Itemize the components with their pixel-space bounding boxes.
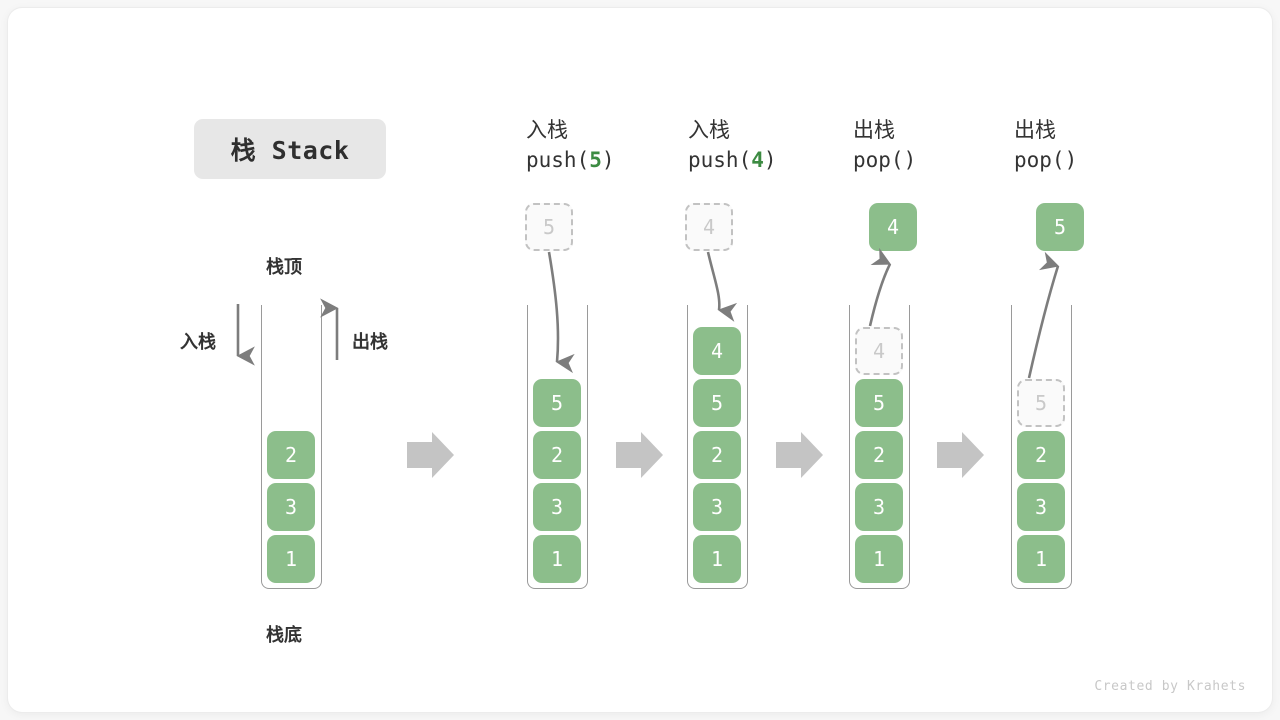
stack-container-initial	[261, 305, 322, 589]
column-heading-push-5: 入栈 push(5)	[526, 116, 615, 176]
diagram-title-text: 栈 Stack	[230, 136, 350, 165]
column-heading-push-4: 入栈 push(4)	[688, 116, 777, 176]
column-heading-pop-2: 出栈 pop()	[1014, 116, 1077, 176]
push-4-flow-arrow	[706, 251, 738, 322]
stack-cell: 5	[693, 379, 741, 427]
stack-container-pop-1	[849, 305, 910, 589]
heading-code-prefix: push(	[688, 147, 752, 172]
heading-code-arg: 5	[589, 147, 602, 172]
stack-container-push-4	[687, 305, 748, 589]
stack-cell: 2	[1017, 431, 1065, 479]
footer-credit: Created by Krahets	[1094, 679, 1246, 694]
heading-cn: 入栈	[688, 119, 730, 142]
pop-side-label: 出栈	[352, 332, 388, 352]
stack-cell: 2	[693, 431, 741, 479]
heading-code-suffix: )	[601, 147, 615, 172]
heading-code-suffix: )	[763, 147, 777, 172]
heading-cn: 入栈	[526, 119, 568, 142]
heading-code: push(4)	[688, 146, 777, 176]
stack-ghost-cell: 5	[1017, 379, 1065, 427]
heading-cn: 出栈	[853, 119, 895, 142]
heading-code-arg: 4	[751, 147, 764, 172]
stack-top-label: 栈顶	[266, 257, 302, 277]
external-popped-box: 4	[869, 203, 917, 251]
stack-bottom-label: 栈底	[266, 625, 302, 645]
stack-cell: 2	[855, 431, 903, 479]
stack-cell: 4	[693, 327, 741, 375]
arrows-overlay	[236, 247, 1060, 478]
heading-code-suffix: )	[1064, 147, 1078, 172]
heading-code-prefix: pop(	[853, 147, 904, 172]
stack-cell: 3	[533, 483, 581, 531]
transition-arrow-3	[776, 432, 823, 478]
external-popped-box: 5	[1036, 203, 1084, 251]
stack-container-push-5	[527, 305, 588, 589]
heading-code: pop()	[1014, 146, 1077, 176]
heading-cn: 出栈	[1014, 119, 1056, 142]
heading-code: pop()	[853, 146, 916, 176]
transition-arrow-2	[616, 432, 663, 478]
column-heading-pop-1: 出栈 pop()	[853, 116, 916, 176]
heading-code: push(5)	[526, 146, 615, 176]
stack-cell: 1	[693, 535, 741, 583]
stack-cell: 3	[693, 483, 741, 531]
stack-ghost-cell: 4	[855, 327, 903, 375]
stack-cell: 3	[267, 483, 315, 531]
external-ghost-box: 4	[685, 203, 733, 251]
heading-code-prefix: pop(	[1014, 147, 1065, 172]
diagram-title-chip: 栈 Stack	[194, 119, 386, 179]
stack-cell: 1	[855, 535, 903, 583]
heading-code-prefix: push(	[526, 147, 590, 172]
stack-cell: 3	[1017, 483, 1065, 531]
external-ghost-box: 5	[525, 203, 573, 251]
stack-cell: 2	[267, 431, 315, 479]
stack-cell: 5	[533, 379, 581, 427]
transition-arrow-1	[407, 432, 454, 478]
stack-cell: 3	[855, 483, 903, 531]
stack-cell: 5	[855, 379, 903, 427]
stack-cell: 1	[1017, 535, 1065, 583]
push-side-label: 入栈	[180, 332, 216, 352]
stack-cell: 2	[533, 431, 581, 479]
stack-container-pop-2	[1011, 305, 1072, 589]
heading-code-suffix: )	[903, 147, 917, 172]
transition-arrow-4	[937, 432, 984, 478]
diagram-canvas: 栈 Stack 栈顶 栈底 入栈 出栈 2 3 1 入栈 push(5) 5 5…	[8, 8, 1272, 712]
stack-cell: 1	[533, 535, 581, 583]
stack-cell: 1	[267, 535, 315, 583]
